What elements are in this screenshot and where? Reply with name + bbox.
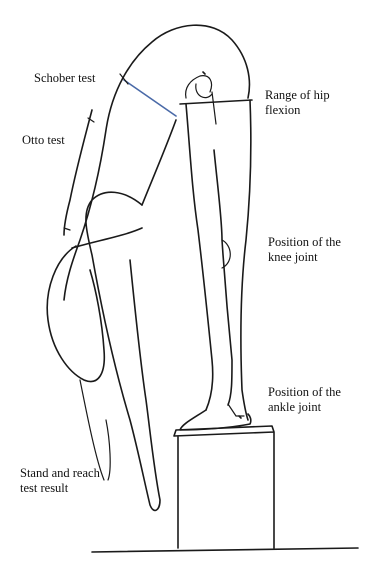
head-hang-outline	[47, 246, 104, 382]
knee-joint-label-line-1: Position of the	[268, 235, 341, 250]
measurement-box	[174, 426, 274, 548]
back-outline	[64, 25, 249, 300]
hand-line	[106, 420, 110, 480]
schober-test-label: Schober test	[34, 71, 95, 86]
back-leg-line	[241, 100, 251, 420]
ankle-angle	[228, 404, 244, 416]
ankle-joint-label-line-2: ankle joint	[268, 400, 341, 415]
hip-flexion-label-line-1: Range of hip	[265, 88, 330, 103]
head-dot	[203, 72, 205, 74]
floor-line	[92, 548, 358, 552]
hip-flexion-label-line-2: flexion	[265, 103, 330, 118]
inner-back-line	[142, 120, 176, 205]
hip-angle-ray	[212, 92, 216, 124]
otto-test-label: Otto test	[22, 133, 65, 148]
box-and-floor	[92, 426, 358, 552]
otto-test-label-line: Otto test	[22, 133, 65, 148]
face-line	[80, 380, 104, 480]
knee-joint-label-line-2: knee joint	[268, 250, 341, 265]
arm-outline	[86, 192, 160, 510]
hip-flexion-label: Range of hip flexion	[265, 88, 330, 118]
stand-and-reach-label-line-1: Stand and reach	[20, 466, 100, 481]
schober-test-label-line: Schober test	[34, 71, 95, 86]
body-outline	[47, 25, 252, 510]
ankle-joint-label: Position of the ankle joint	[268, 385, 341, 415]
schober-test-line	[124, 80, 176, 116]
stand-and-reach-label-line-2: test result	[20, 481, 100, 496]
front-leg-line	[186, 104, 213, 410]
ankle-joint-label-line-1: Position of the	[268, 385, 341, 400]
stand-and-reach-label: Stand and reach test result	[20, 466, 100, 496]
hip-line	[180, 100, 252, 104]
knee-joint-label: Position of the knee joint	[268, 235, 341, 265]
hip-angle-arc	[196, 84, 212, 98]
inner-leg-line	[214, 150, 232, 405]
